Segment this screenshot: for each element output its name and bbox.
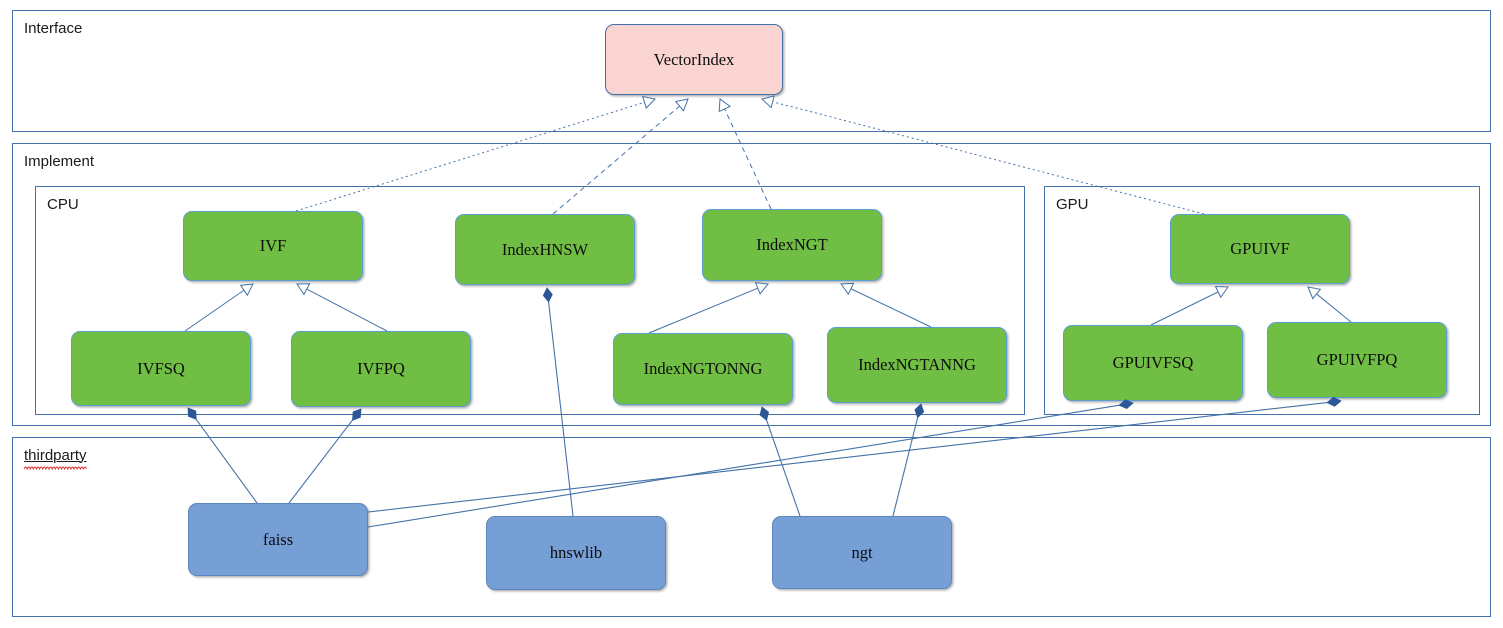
node-gpuivf[interactable]: GPUIVF [1170, 214, 1350, 284]
node-gpuivfsq[interactable]: GPUIVFSQ [1063, 325, 1243, 401]
node-ivfsq[interactable]: IVFSQ [71, 331, 251, 406]
group-label-gpu: GPU [1056, 196, 1089, 213]
node-indexngtonng[interactable]: IndexNGTONNG [613, 333, 793, 405]
node-indexhnsw[interactable]: IndexHNSW [455, 214, 635, 285]
group-label-interface: Interface [24, 20, 83, 37]
group-label-implement: Implement [24, 153, 95, 170]
node-faiss[interactable]: faiss [188, 503, 368, 576]
node-vectorindex[interactable]: VectorIndex [605, 24, 783, 95]
group-label-thirdparty: thirdparty [24, 448, 87, 470]
node-ivfpq[interactable]: IVFPQ [291, 331, 471, 407]
node-ngt[interactable]: ngt [772, 516, 952, 589]
node-indexngt[interactable]: IndexNGT [702, 209, 882, 281]
node-gpuivfpq[interactable]: GPUIVFPQ [1267, 322, 1447, 398]
node-ivf[interactable]: IVF [183, 211, 363, 281]
group-label-cpu: CPU [47, 196, 79, 213]
node-hnswlib[interactable]: hnswlib [486, 516, 666, 590]
node-indexngtanng[interactable]: IndexNGTANNG [827, 327, 1007, 403]
